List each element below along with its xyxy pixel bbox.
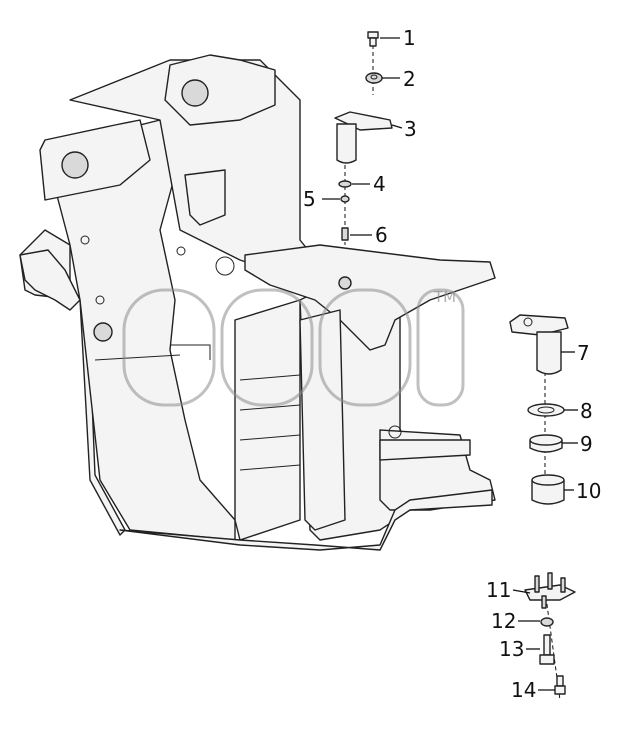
callout-7: 7 [577,341,590,365]
callout-10: 10 [576,479,601,503]
part-pin-3 [334,111,393,164]
callout-14: 14 [511,678,536,702]
part-ring-4 [338,180,352,188]
part-washer-8 [527,403,565,417]
part-bolt-1 [367,31,379,47]
part-washer-2 [365,72,383,84]
callout-3: 3 [404,117,417,141]
callout-9: 9 [580,432,593,456]
callout-13: 13 [499,637,524,661]
callout-8: 8 [580,399,593,423]
callout-12: 12 [491,609,516,633]
part-bolt-13 [539,634,555,665]
part-fitting-6 [341,227,349,241]
part-bushing-9 [529,434,563,453]
part-bolt-14 [554,675,566,695]
callout-6: 6 [375,223,388,247]
callout-2: 2 [403,67,416,91]
callout-4: 4 [373,172,386,196]
callout-1: 1 [403,26,416,50]
part-pin-7 [509,314,569,375]
part-washer-12 [540,617,554,627]
callout-5: 5 [303,187,316,211]
watermark-trademark: TM [433,288,456,306]
part-plate-11 [524,572,576,609]
main-frame [19,54,496,551]
part-bushing-10 [531,474,565,505]
callout-11: 11 [486,578,511,602]
watermark-logo: TM [122,288,465,407]
part-ring-5 [340,195,350,203]
